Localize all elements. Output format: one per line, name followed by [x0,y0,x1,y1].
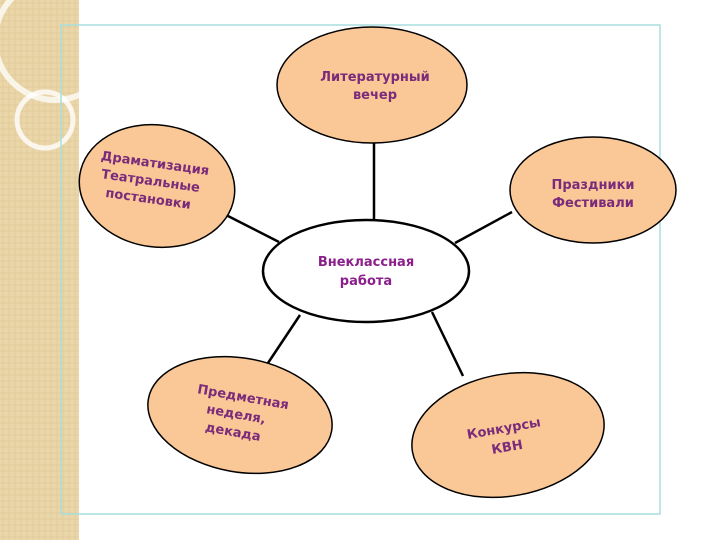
center-label-line-1: Внеклассная [318,255,414,270]
slide-frame [60,24,661,515]
node-holidays-festivals: Праздники Фестивали [509,136,677,244]
node-dramatization: Драматизация Театральные постановки [78,123,236,249]
connector-holidays [454,210,513,245]
node-contests-kvn: Конкурсы КВН [411,371,605,499]
node-label-line: Праздники [551,178,634,193]
ring-decoration-icon [14,89,76,151]
ring-decoration-icon [0,0,118,103]
center-node: Внеклассная работа [261,218,471,324]
connector-drama [225,213,280,244]
center-label-line-2: работа [340,274,392,289]
node-label-line: Фестивали [552,196,634,211]
node-subject-week: Предметная неделя, декада [147,355,333,475]
node-label-line: КВН [490,438,524,458]
node-literary-evening: Литературный вечер [276,26,468,144]
node-label-line: вечер [353,88,397,103]
connector-contests [430,311,465,377]
decorative-sidebar [0,0,118,540]
node-label-line: Литературный [320,70,430,85]
